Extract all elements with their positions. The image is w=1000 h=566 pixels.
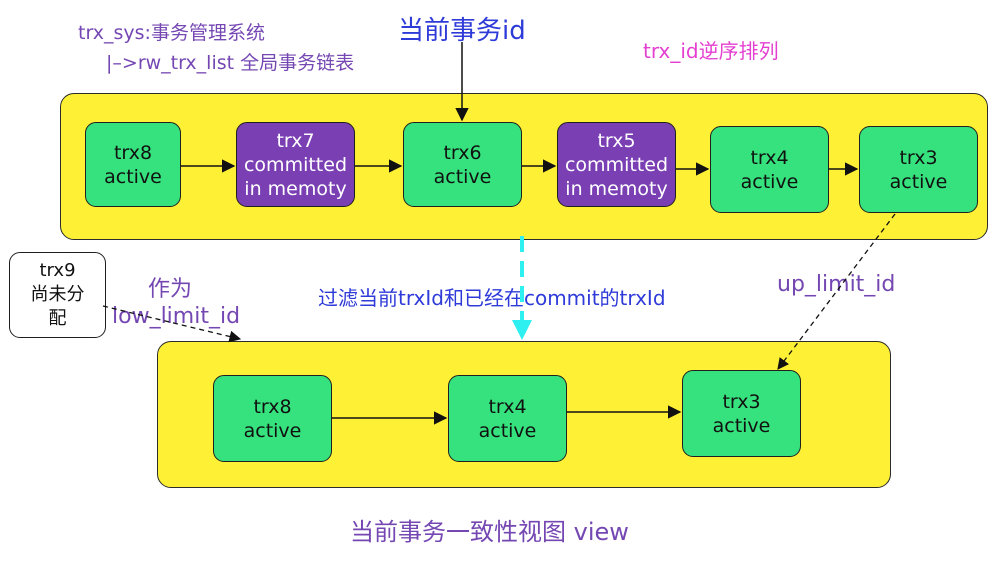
low-limit-label-line1: 作为 [148, 277, 193, 302]
low-limit-dashed-arrow [102, 305, 242, 343]
system-label: trx_sys:事务管理系统 [78, 22, 265, 44]
filter-note-label: 过滤当前trxId和已经在commit的trxId [318, 286, 666, 310]
up-limit-dashed-arrow [777, 213, 896, 370]
order-note-label: trx_id逆序排列 [643, 39, 779, 63]
rw-trx-list-label: |–>rw_trx_list 全局事务链表 [106, 52, 355, 74]
current-trx-id-label: 当前事务id [398, 16, 526, 46]
view-title-label: 当前事务一致性视图 view [350, 518, 629, 546]
up-limit-id-label: up_limit_id [777, 272, 896, 297]
low-limit-label-line2: low_limit_id [112, 304, 241, 329]
